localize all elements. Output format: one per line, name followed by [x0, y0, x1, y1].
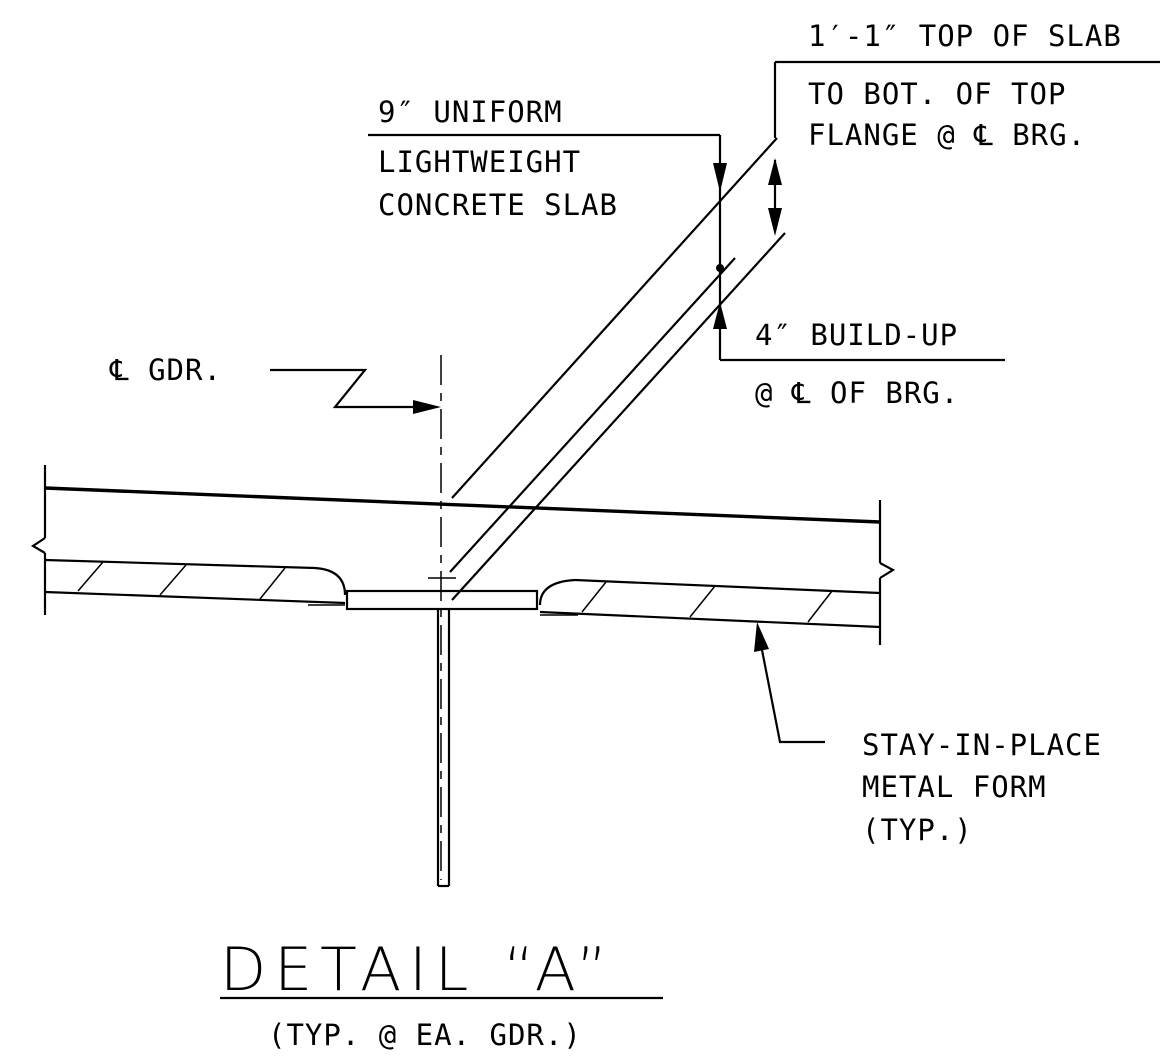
dimension-point [716, 264, 724, 272]
girder-web [436, 609, 451, 888]
left-metal-form [44, 558, 347, 606]
label-uniform-2: LIGHTWEIGHT [378, 145, 581, 179]
detail-subtitle: (TYP. @ EA. GDR.) [268, 1018, 582, 1052]
right-metal-form [538, 578, 881, 629]
arrow-down-slab [713, 163, 727, 192]
label-top-of-slab-1: 1′-1″ TOP OF SLAB [808, 19, 1122, 53]
arrow-up-top [768, 158, 782, 185]
slab-top-line [44, 486, 881, 524]
label-uniform-1: 9″ UNIFORM [378, 95, 563, 129]
metal-form-leader [754, 622, 825, 744]
label-form-1: STAY-IN-PLACE [862, 728, 1102, 762]
label-uniform-3: CONCRETE SLAB [378, 188, 618, 222]
label-form-3: (TYP.) [862, 813, 973, 847]
label-form-2: METAL FORM [862, 770, 1047, 804]
label-top-of-slab-2: TO BOT. OF TOP [808, 77, 1066, 111]
right-break-line [878, 500, 896, 645]
arrow-up-buildup [713, 302, 727, 329]
detail-title: DETAIL “A” [220, 935, 615, 1005]
cl-girder-leader [270, 368, 441, 414]
arrow-down-top [768, 208, 782, 236]
label-top-of-slab-3: FLANGE @ ℄ BRG. [808, 118, 1086, 152]
slab-dimension-line [368, 133, 1005, 362]
label-buildup-2: @ ℄ OF BRG. [755, 376, 959, 410]
top-dimension-line [768, 60, 1160, 236]
diagonal-projection-lines [449, 137, 786, 601]
left-break-line [30, 465, 47, 615]
top-flange [345, 589, 539, 611]
label-cl-girder: ℄ GDR. [109, 353, 222, 387]
label-buildup-1: 4″ BUILD-UP [755, 318, 958, 352]
